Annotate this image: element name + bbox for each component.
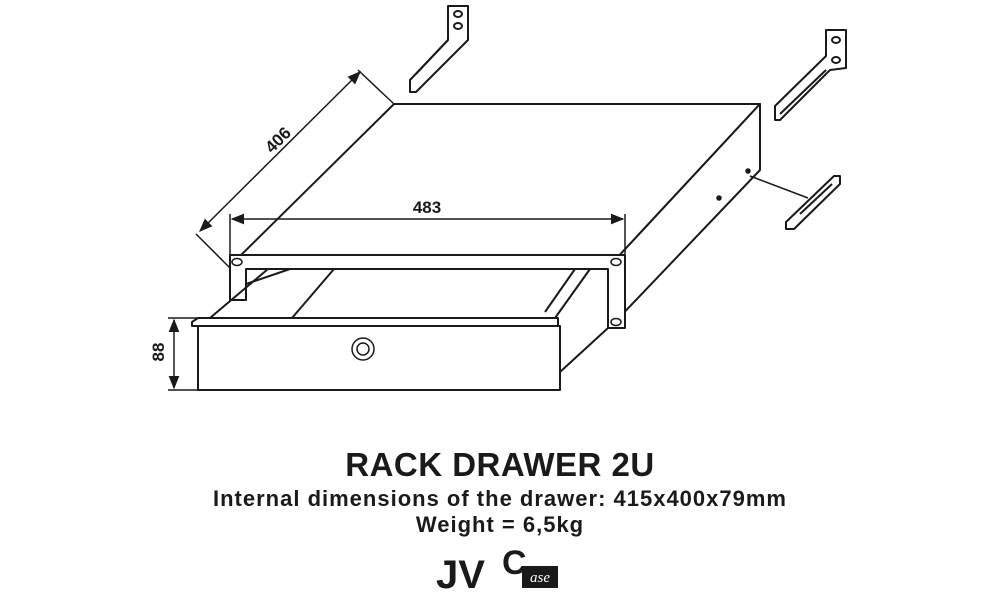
dimension-height [168,317,198,391]
rack-drawer-drawing: 406 483 88 [149,5,847,391]
leader-line [749,175,809,199]
inner-edge-right-2 [544,268,576,313]
dimension-depth-label: 406 [261,123,294,156]
lock-icon [351,337,375,361]
screws [231,168,751,327]
drawer-bottom-edge [559,327,609,373]
dimension-width-label: 483 [413,198,441,217]
product-title: RACK DRAWER 2U [345,446,655,483]
internal-dimensions-text: Internal dimensions of the drawer: 415x4… [213,486,787,511]
rail-part [785,175,841,230]
extension-line-depth-bottom [195,233,231,269]
screw-top-right [610,257,622,267]
logo-small-text: ase [530,570,550,586]
weight-text: Weight = 6,5kg [415,512,585,537]
logo-main-text: JV [436,553,485,590]
side-hole-1 [745,168,751,174]
side-hole-2 [716,195,722,201]
jv-case-logo: JV C ase [436,544,558,590]
screw-bottom-right [610,317,622,327]
rear-bracket-left [409,5,469,93]
dimension-width [229,213,626,255]
dimension-depth [195,69,395,269]
dimension-height-label: 88 [149,343,168,362]
logo-box [522,566,558,588]
screw-top-left [231,257,243,267]
drawer-side-inner [291,268,335,319]
drawer-side-left [209,268,269,319]
extension-line-depth-top [357,69,395,105]
drawer-lip [191,317,559,327]
drawer-front [197,325,561,391]
inner-edge-right [554,268,591,319]
rear-bracket-right [774,29,847,121]
front-frame [229,254,626,329]
dimension-line-depth [199,71,361,232]
